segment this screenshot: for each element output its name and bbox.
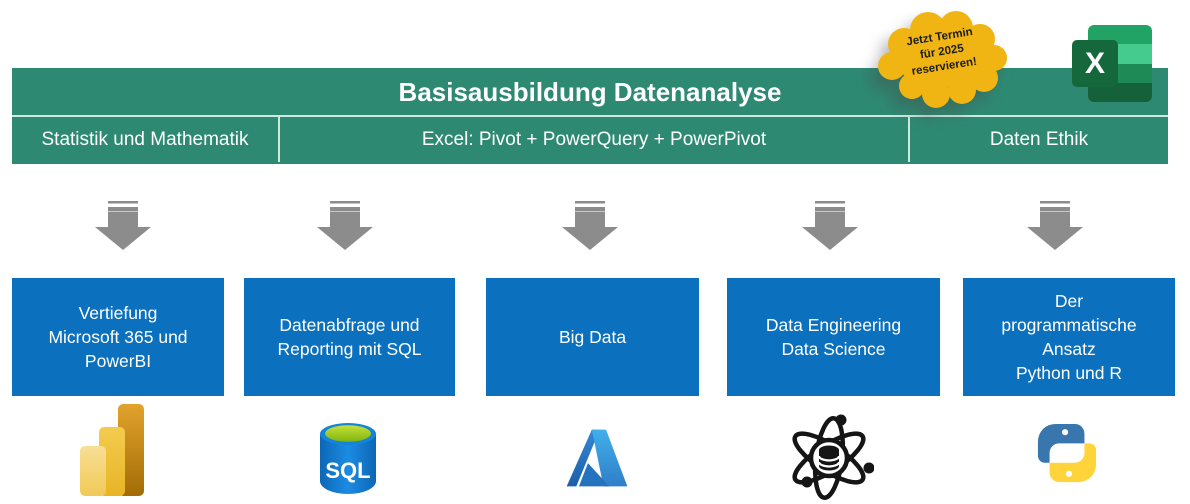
module-excel: Excel: Pivot + PowerQuery + PowerPivot — [278, 117, 908, 162]
down-arrow-icon — [317, 201, 373, 250]
track-box-big-data: Big Data — [486, 278, 699, 396]
track-box-powerbi: Vertiefung Microsoft 365 und PowerBI — [12, 278, 224, 396]
excel-icon: X — [1072, 22, 1154, 102]
down-arrow-icon — [95, 201, 151, 250]
python-icon — [1037, 423, 1097, 483]
module-row: Statistik und Mathematik Excel: Pivot + … — [12, 117, 1168, 162]
data-science-atom-icon — [792, 414, 874, 500]
power-bi-icon — [80, 404, 144, 496]
sql-label: SQL — [325, 458, 370, 483]
database-cylinder-icon — [817, 445, 841, 471]
down-arrow-icon — [1027, 201, 1083, 250]
down-arrow-icon — [802, 201, 858, 250]
track-box-sql: Datenabfrage und Reporting mit SQL — [244, 278, 455, 396]
excel-x-letter: X — [1072, 40, 1118, 87]
module-statistik: Statistik und Mathematik — [41, 128, 249, 150]
sql-database-icon: SQL — [320, 423, 376, 494]
promo-cloud-badge: Jetzt Termin für 2025 reservieren! — [874, 8, 1010, 108]
track-box-data-science: Data Engineering Data Science — [727, 278, 940, 396]
azure-icon — [566, 429, 628, 487]
module-daten-ethik: Daten Ethik — [908, 117, 1168, 162]
track-box-python-r: Der programmatische Ansatz Python und R — [963, 278, 1175, 396]
down-arrow-icon — [562, 201, 618, 250]
page-title: Basisausbildung Datenanalyse — [12, 68, 1168, 117]
cloud-shape-icon — [878, 11, 1007, 108]
